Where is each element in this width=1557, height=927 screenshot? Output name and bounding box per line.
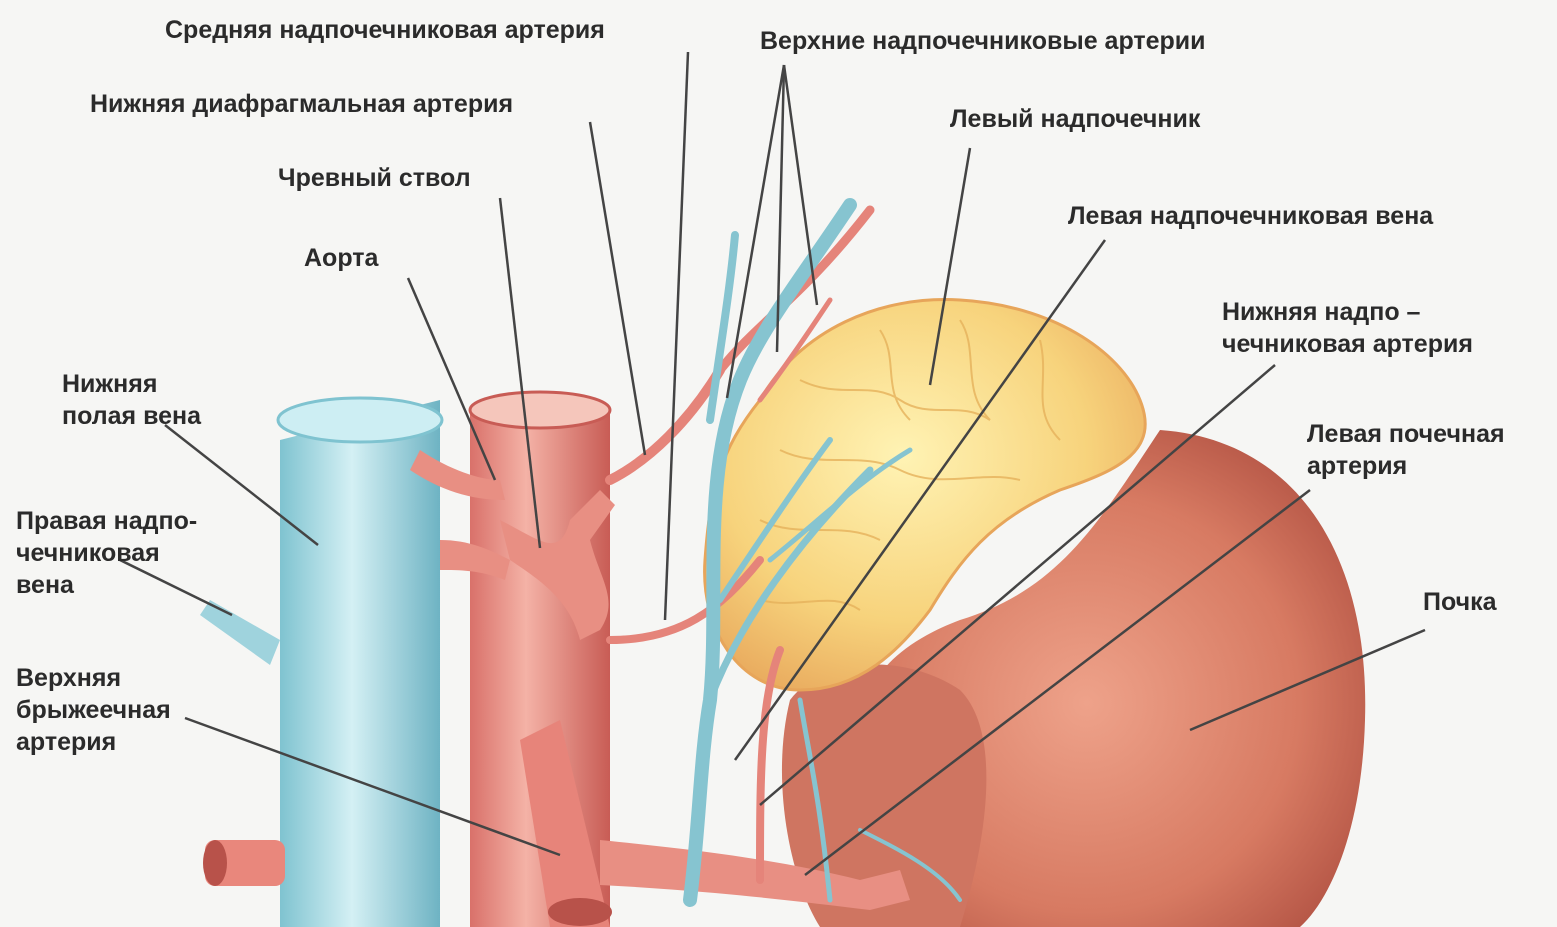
vena-cava-opening <box>278 398 442 442</box>
label-superior-mesenteric-artery-line2: брыжеечная <box>16 694 171 726</box>
label-middle-adrenal-artery: Средняя надпочечниковая артерия <box>165 14 605 46</box>
label-kidney: Почка <box>1423 586 1497 618</box>
label-right-adrenal-vein-line1: Правая надпо- <box>16 505 197 537</box>
label-left-adrenal-gland: Левый надпочечник <box>950 103 1200 135</box>
label-left-renal-artery-line1: Левая почечная <box>1307 418 1505 450</box>
label-superior-mesenteric-artery-line3: артерия <box>16 726 171 758</box>
label-left-renal-artery: Левая почечная артерия <box>1307 418 1505 482</box>
label-celiac-trunk: Чревный ствол <box>278 162 471 194</box>
label-inferior-adrenal-artery-line1: Нижняя надпо – <box>1222 296 1473 328</box>
label-superior-mesenteric-artery-line1: Верхняя <box>16 662 171 694</box>
aorta-opening <box>470 392 610 428</box>
inferior-vena-cava <box>280 400 440 927</box>
label-right-adrenal-vein: Правая надпо- чечниковая вена <box>16 505 197 601</box>
label-aorta: Аорта <box>304 242 378 274</box>
label-right-adrenal-vein-line3: вена <box>16 569 197 601</box>
label-inferior-vena-cava-line2: полая вена <box>62 400 201 432</box>
label-inferior-vena-cava-line1: Нижняя <box>62 368 201 400</box>
label-left-renal-artery-line2: артерия <box>1307 450 1505 482</box>
label-left-adrenal-vein: Левая надпочечниковая вена <box>1068 200 1433 232</box>
label-superior-mesenteric-artery: Верхняя брыжеечная артерия <box>16 662 171 758</box>
label-inferior-phrenic-artery: Нижняя диафрагмальная артерия <box>90 88 513 120</box>
label-inferior-adrenal-artery-line2: чечниковая артерия <box>1222 328 1473 360</box>
label-inferior-vena-cava: Нижняя полая вена <box>62 368 201 432</box>
label-right-adrenal-vein-line2: чечниковая <box>16 537 197 569</box>
right-adrenal-vein <box>200 600 280 665</box>
label-superior-adrenal-arteries: Верхние надпочечниковые артерии <box>760 25 1206 57</box>
label-inferior-adrenal-artery: Нижняя надпо – чечниковая артерия <box>1222 296 1473 360</box>
